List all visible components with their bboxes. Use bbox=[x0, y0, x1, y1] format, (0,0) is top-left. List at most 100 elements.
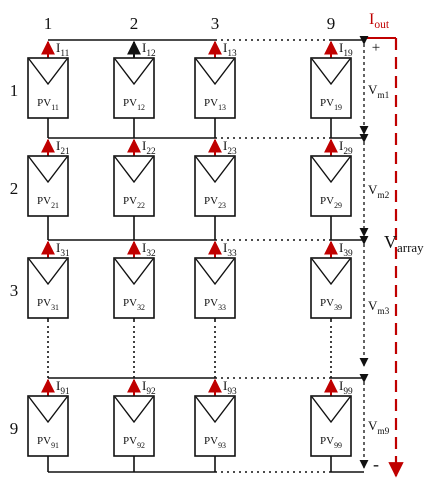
row-label-2: 2 bbox=[10, 179, 19, 198]
pv-module-label: PV91 bbox=[37, 435, 59, 450]
pv-module-93 bbox=[194, 395, 236, 457]
row-label-3: 3 bbox=[10, 281, 19, 300]
pv-module-box bbox=[310, 395, 352, 457]
column-label-9: 9 bbox=[327, 14, 336, 33]
pv-module-symbol bbox=[311, 156, 351, 184]
pv-module-32 bbox=[113, 257, 155, 319]
pv-module-29 bbox=[310, 155, 352, 217]
pv-module-92 bbox=[113, 395, 155, 457]
pv-module-label: PV22 bbox=[123, 195, 145, 210]
current-label-31: I31 bbox=[56, 240, 70, 259]
pv-module-label: PV33 bbox=[204, 297, 226, 312]
pv-module-21 bbox=[27, 155, 69, 217]
pv-module-box bbox=[310, 57, 352, 119]
pv-module-label: PV32 bbox=[123, 297, 145, 312]
module-voltage-label-1: Vm1 bbox=[368, 82, 390, 101]
current-label-13: I13 bbox=[223, 40, 237, 59]
current-label-29: I29 bbox=[339, 138, 353, 157]
current-label-33: I33 bbox=[223, 240, 237, 259]
pv-module-box bbox=[194, 57, 236, 119]
pv-module-symbol bbox=[114, 58, 154, 86]
module-voltage-label-2: Vm2 bbox=[368, 182, 390, 201]
pv-module-symbol bbox=[28, 58, 68, 86]
pv-module-11 bbox=[27, 57, 69, 119]
current-label-11: I11 bbox=[56, 40, 70, 59]
column-label-2: 2 bbox=[130, 14, 139, 33]
current-label-39: I39 bbox=[339, 240, 353, 259]
pv-module-box bbox=[194, 395, 236, 457]
pv-module-label: PV13 bbox=[204, 97, 226, 112]
module-voltage-label-4: Vm9 bbox=[368, 418, 390, 437]
pv-module-box bbox=[27, 155, 69, 217]
pv-module-label: PV31 bbox=[37, 297, 59, 312]
column-label-3: 3 bbox=[211, 14, 220, 33]
wiring-layer bbox=[41, 35, 404, 478]
pv-module-box bbox=[113, 57, 155, 119]
pv-module-box bbox=[194, 155, 236, 217]
pv-module-91 bbox=[27, 395, 69, 457]
pv-module-symbol bbox=[311, 58, 351, 86]
pv-module-symbol bbox=[114, 258, 154, 286]
output-current-label: Iout bbox=[369, 11, 390, 31]
pv-module-label: PV93 bbox=[204, 435, 226, 450]
pv-module-label: PV12 bbox=[123, 97, 145, 112]
pv-module-19 bbox=[310, 57, 352, 119]
pv-module-symbol bbox=[28, 396, 68, 424]
pv-module-13 bbox=[194, 57, 236, 119]
current-label-19: I19 bbox=[339, 40, 353, 59]
pv-module-label: PV23 bbox=[204, 195, 226, 210]
pv-module-symbol bbox=[311, 396, 351, 424]
pv-module-box bbox=[113, 395, 155, 457]
pv-module-label: PV11 bbox=[37, 97, 59, 112]
polarity-plus: + bbox=[372, 40, 380, 56]
pv-module-22 bbox=[113, 155, 155, 217]
pv-module-symbol bbox=[28, 156, 68, 184]
pv-module-39 bbox=[310, 257, 352, 319]
pv-module-23 bbox=[194, 155, 236, 217]
current-label-99: I99 bbox=[339, 378, 353, 397]
array-voltage-label: Varray bbox=[384, 232, 424, 255]
pv-module-symbol bbox=[28, 258, 68, 286]
column-label-1: 1 bbox=[44, 14, 53, 33]
pv-module-box bbox=[27, 257, 69, 319]
pv-module-31 bbox=[27, 257, 69, 319]
current-label-23: I23 bbox=[223, 138, 237, 157]
current-label-32: I32 bbox=[142, 240, 156, 259]
pv-module-box bbox=[113, 257, 155, 319]
pv-module-symbol bbox=[114, 156, 154, 184]
pv-module-box bbox=[194, 257, 236, 319]
pv-module-symbol bbox=[114, 396, 154, 424]
labels-layer: PV11I11PV12I12PV13I13PV19I19PV21I21PV22I… bbox=[10, 11, 424, 474]
pv-module-box bbox=[310, 257, 352, 319]
current-label-93: I93 bbox=[223, 378, 237, 397]
current-label-92: I92 bbox=[142, 378, 156, 397]
pv-module-label: PV39 bbox=[320, 297, 342, 312]
pv-module-label: PV21 bbox=[37, 195, 59, 210]
pv-module-symbol bbox=[195, 396, 235, 424]
polarity-minus: - bbox=[373, 454, 379, 474]
pv-module-symbol bbox=[311, 258, 351, 286]
row-label-9: 9 bbox=[10, 419, 19, 438]
pv-module-label: PV19 bbox=[320, 97, 342, 112]
modules-layer bbox=[27, 57, 352, 457]
current-label-21: I21 bbox=[56, 138, 70, 157]
module-voltage-label-3: Vm3 bbox=[368, 298, 390, 317]
pv-module-symbol bbox=[195, 258, 235, 286]
pv-module-box bbox=[113, 155, 155, 217]
pv-module-box bbox=[27, 57, 69, 119]
pv-module-33 bbox=[194, 257, 236, 319]
pv-module-99 bbox=[310, 395, 352, 457]
pv-module-box bbox=[27, 395, 69, 457]
row-label-1: 1 bbox=[10, 81, 19, 100]
pv-module-label: PV99 bbox=[320, 435, 342, 450]
pv-module-symbol bbox=[195, 58, 235, 86]
pv-module-symbol bbox=[195, 156, 235, 184]
current-label-91: I91 bbox=[56, 378, 70, 397]
pv-module-12 bbox=[113, 57, 155, 119]
pv-module-label: PV29 bbox=[320, 195, 342, 210]
pv-module-label: PV92 bbox=[123, 435, 145, 450]
pv-module-box bbox=[310, 155, 352, 217]
current-label-12: I12 bbox=[142, 40, 156, 59]
current-label-22: I22 bbox=[142, 138, 156, 157]
